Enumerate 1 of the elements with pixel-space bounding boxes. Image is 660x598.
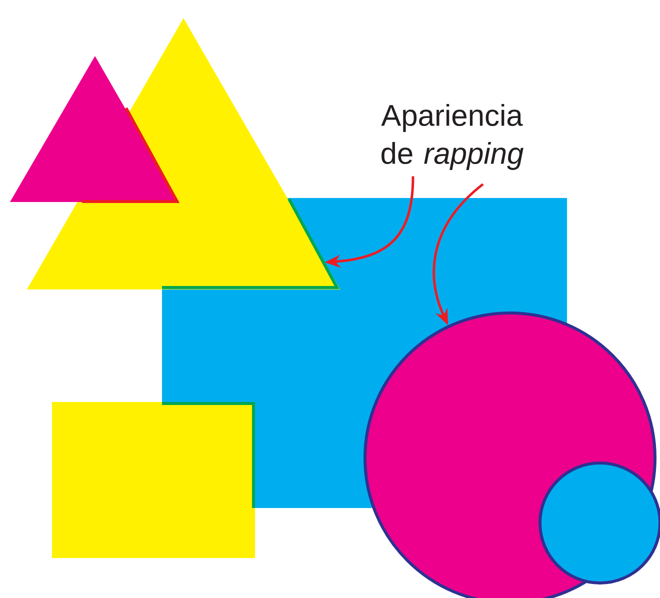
annotation-text: Apariencia de rapping bbox=[381, 104, 524, 170]
